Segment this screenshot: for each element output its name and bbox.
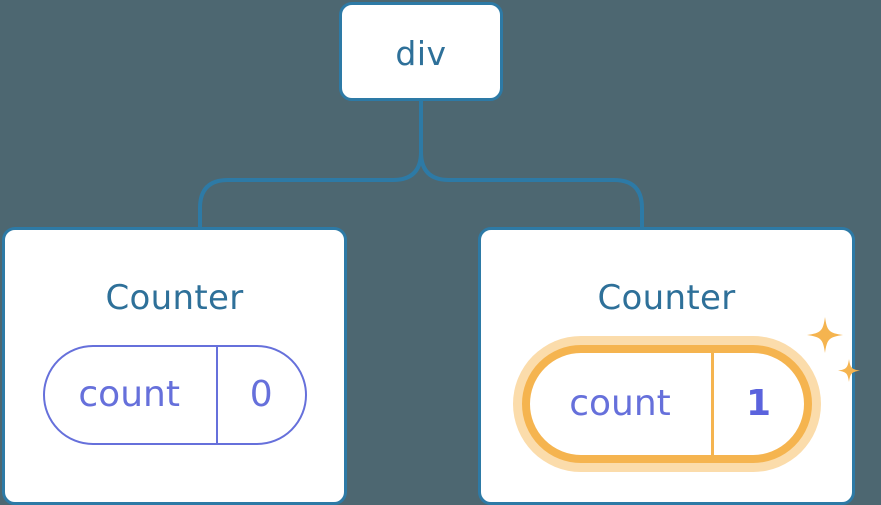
state-key-left: count [45,347,218,443]
sparkle-large-icon [806,317,843,353]
state-pill-wrapper-right: count 1 [521,317,860,463]
connector-branch-right [419,150,644,230]
state-value-left: 0 [249,374,273,415]
node-label-div: div [395,34,447,73]
tree-node-div[interactable]: div [339,2,503,101]
state-pill-wrapper-left: count 0 [42,345,307,445]
state-value-right: 1 [745,383,772,424]
node-label-counter-right: Counter [597,278,736,318]
node-label-counter-left: Counter [105,278,244,318]
tree-node-counter-right[interactable]: Counter count 1 [478,227,860,505]
state-key-right: count [530,353,714,455]
state-pill-right[interactable]: count 1 [521,345,812,463]
state-pill-left[interactable]: count 0 [42,345,307,445]
connector-branch-left [198,150,423,230]
tree-node-counter-left[interactable]: Counter count 0 [2,227,347,505]
state-updated-sparkles [806,317,860,382]
